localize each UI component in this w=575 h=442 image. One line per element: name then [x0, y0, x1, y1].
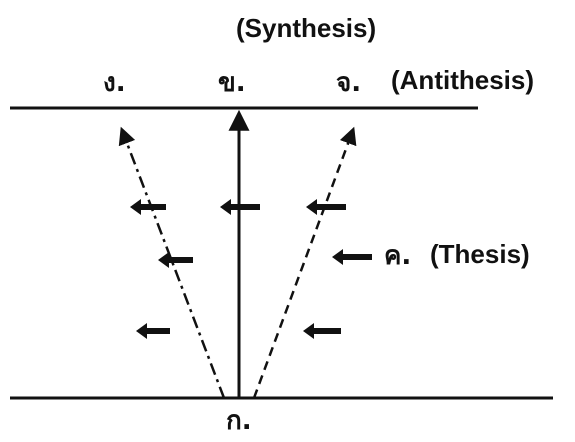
left-arrow-icon: [303, 323, 341, 339]
synthesis-label: (Synthesis): [236, 13, 377, 43]
left-arrow-icon: [130, 199, 166, 215]
right-dashed-arrow: [252, 126, 357, 399]
left-arrow-icon: [136, 323, 170, 339]
center-top-label: ข.: [218, 68, 246, 98]
antithesis-label: (Antithesis): [391, 65, 534, 95]
left-top-label: ง.: [103, 68, 126, 98]
left-arrow-icon: [306, 199, 346, 215]
left-arrow-icon: [220, 199, 260, 215]
right-top-label: จ.: [336, 68, 362, 98]
thesis-label: (Thesis): [430, 239, 530, 269]
thesis-letter-label: ค.: [384, 241, 412, 271]
left-arrow-icon: [332, 249, 372, 265]
left-dashdot-arrow: [118, 126, 226, 399]
left-arrow-icon: [158, 252, 193, 268]
bottom-label: ก.: [226, 406, 252, 436]
